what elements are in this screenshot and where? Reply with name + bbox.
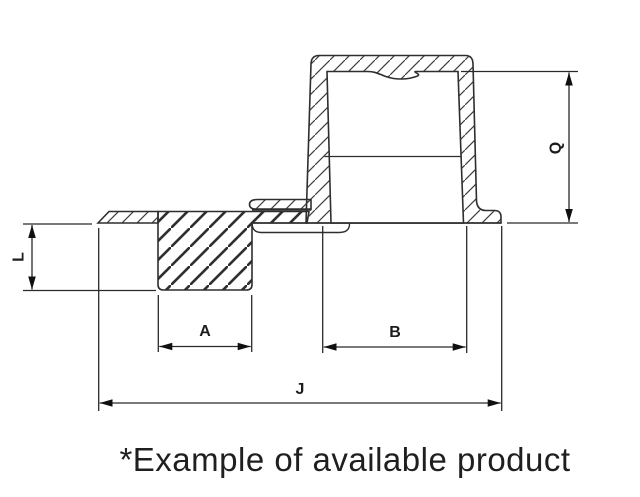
dimension-L: L [11, 223, 156, 292]
flange-plate [96, 210, 159, 224]
cap-inner-cavity [326, 70, 465, 224]
dimension-A: A [157, 295, 253, 352]
under-slot [251, 223, 351, 234]
dim-B-label: B [389, 324, 401, 341]
dimension-B: B [322, 226, 468, 353]
body-block [157, 210, 310, 291]
side-tab [248, 198, 312, 211]
dimension-J: J [98, 226, 503, 411]
product-body [96, 54, 502, 291]
dim-Q-label: Q [548, 142, 565, 154]
dimension-Q: Q [461, 70, 578, 224]
figure-caption: *Example of available product [119, 441, 570, 478]
dim-A-label: A [199, 323, 211, 340]
dim-L-label: L [11, 252, 28, 262]
dim-J-label: J [296, 381, 305, 398]
